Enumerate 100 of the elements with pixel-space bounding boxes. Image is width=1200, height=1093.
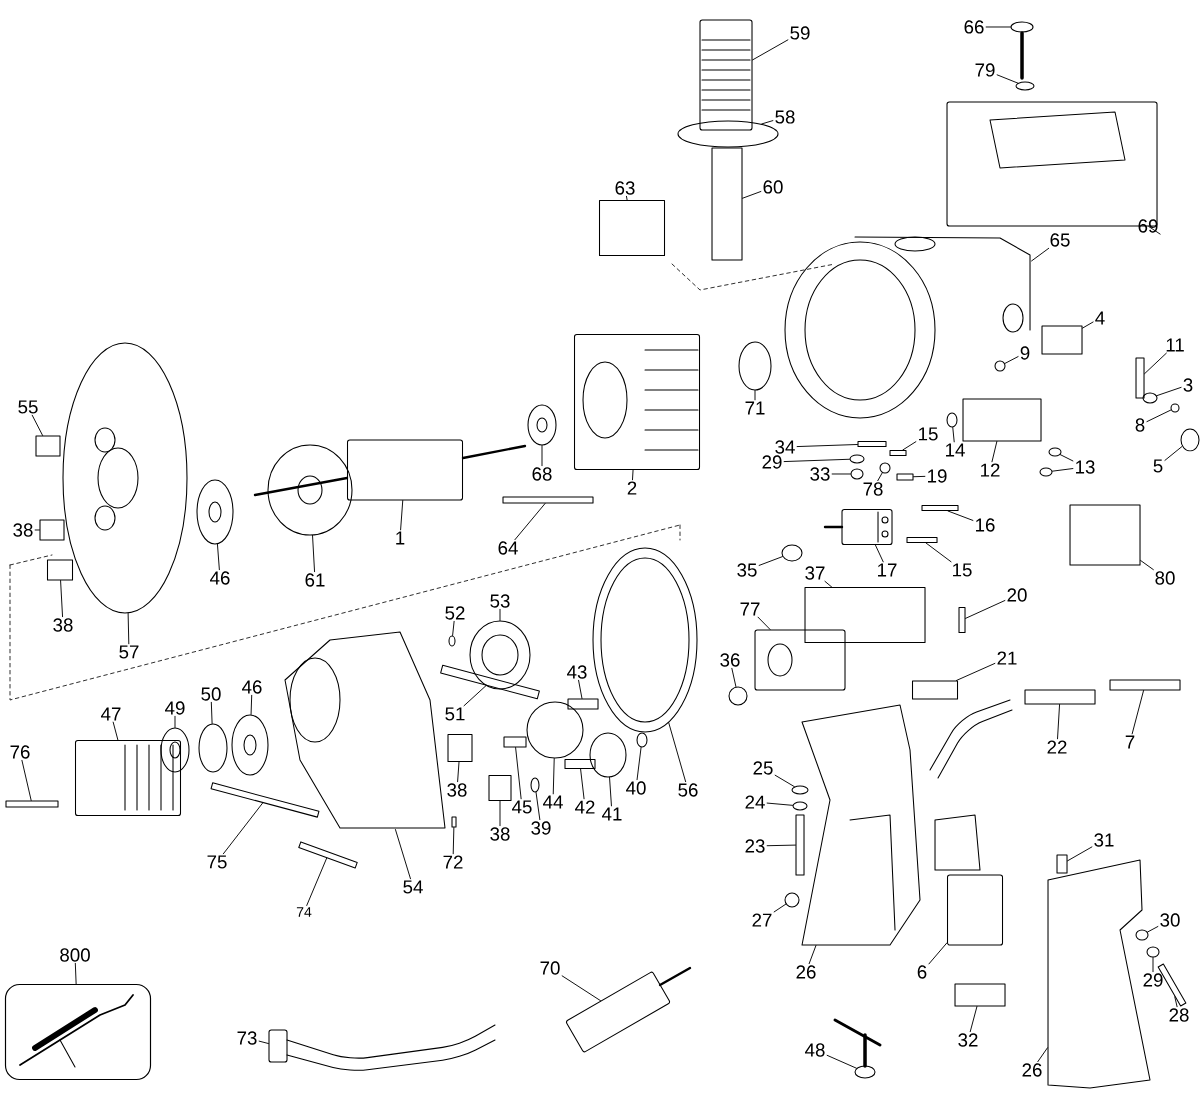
callout-number: 26	[1022, 1063, 1042, 1077]
screw	[994, 360, 1006, 372]
leader-line	[1146, 409, 1172, 423]
leader-line	[766, 844, 796, 847]
callout-number: 11	[1166, 338, 1184, 352]
switch	[823, 508, 893, 546]
leader-line	[1156, 386, 1182, 397]
leader-line	[457, 761, 460, 783]
plug	[566, 966, 692, 1053]
gear	[526, 701, 584, 759]
leader-line	[1164, 445, 1183, 461]
screw	[1010, 21, 1034, 80]
leader-line	[578, 679, 583, 699]
bearing	[527, 404, 557, 446]
chuck-key	[833, 1018, 882, 1079]
callout-number: 41	[602, 807, 622, 821]
bearing	[196, 479, 234, 545]
label-sheet	[599, 199, 666, 256]
washer	[849, 454, 865, 464]
callout-number: 8	[1135, 418, 1145, 432]
callout-number: 55	[18, 400, 38, 414]
cord	[1109, 679, 1181, 691]
fan	[267, 444, 353, 536]
stator	[574, 333, 701, 470]
callout-number: 36	[720, 653, 740, 667]
washer	[636, 732, 648, 748]
callout-number: 15	[919, 427, 938, 441]
callout-number: 56	[678, 783, 698, 797]
callout-number: 61	[305, 573, 325, 587]
callout-number: 58	[775, 110, 795, 124]
nut	[1180, 428, 1200, 452]
leader-line	[928, 942, 948, 965]
leader-line	[452, 827, 455, 855]
leader-line	[754, 390, 756, 401]
callout-number: 80	[1155, 571, 1175, 585]
washer	[792, 801, 808, 811]
callout-number: 69	[1138, 219, 1158, 233]
leader-line	[1174, 996, 1178, 1008]
callout-number: 25	[753, 761, 773, 775]
leader-line	[1037, 1047, 1048, 1063]
callout-number: 37	[805, 566, 825, 580]
shaft	[503, 736, 527, 748]
leader-line	[499, 800, 501, 827]
leader-line	[956, 662, 996, 681]
callout-number: 34	[775, 440, 795, 454]
leader-line	[306, 857, 328, 906]
leader-line	[808, 945, 817, 965]
screw	[1039, 467, 1053, 477]
leader-line	[766, 802, 794, 806]
shaft	[564, 758, 596, 770]
screw	[5, 800, 59, 808]
gear	[469, 620, 531, 690]
key	[448, 635, 456, 647]
nut	[781, 544, 803, 562]
callout-number: 38	[447, 783, 467, 797]
leader-line	[394, 829, 411, 880]
leader-line	[925, 542, 952, 563]
callout-number: 78	[863, 482, 883, 496]
callout-number: 1	[396, 531, 405, 545]
motor-housing	[784, 236, 1031, 419]
callout-number: 7	[1125, 735, 1135, 749]
callout-number: 16	[976, 518, 995, 532]
callout-number: 13	[1076, 460, 1095, 474]
callout-number: 38	[53, 618, 73, 632]
callout-number: 73	[237, 1031, 257, 1045]
leader-line	[985, 26, 1011, 28]
leader-line	[731, 667, 737, 688]
callout-number: 50	[201, 687, 221, 701]
callout-number: 5	[1153, 459, 1163, 473]
callout-number: 45	[512, 800, 532, 814]
handle-half	[801, 704, 921, 946]
leader-line	[515, 747, 522, 800]
washer	[791, 785, 809, 795]
nut	[728, 686, 748, 706]
callout-number: 49	[165, 701, 185, 715]
gasket	[592, 547, 698, 733]
terminal	[896, 473, 914, 481]
callout-number: 65	[1050, 233, 1070, 247]
callout-number: 31	[1094, 833, 1114, 847]
leader-line	[991, 441, 998, 463]
callout-number: 2	[627, 481, 637, 495]
leader-line	[217, 543, 220, 571]
callout-number: 38	[13, 523, 33, 537]
leader-line	[1152, 957, 1154, 973]
callout-number: 57	[119, 645, 139, 659]
callout-number: 27	[752, 913, 772, 927]
callout-number: 77	[740, 602, 760, 616]
leader-line	[1082, 321, 1094, 329]
shaft	[440, 664, 540, 700]
washer	[1135, 929, 1149, 941]
callout-number: 70	[540, 961, 560, 975]
callout-number: 46	[242, 680, 262, 694]
leader-line	[626, 195, 628, 201]
bushing	[447, 733, 473, 762]
label-sheet	[1069, 504, 1141, 566]
leader-line	[668, 722, 687, 783]
callout-number: 24	[745, 795, 765, 809]
callout-number: 46	[210, 571, 230, 585]
wire	[921, 504, 959, 511]
washer	[1146, 946, 1160, 958]
